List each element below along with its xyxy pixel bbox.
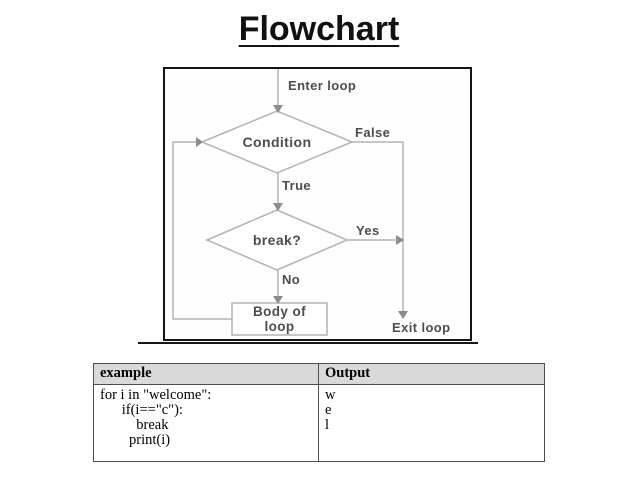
- code-line-3: break: [100, 417, 169, 433]
- code-line-2: if(i=="c"):: [100, 402, 183, 418]
- body-of-loop-label: Body of loop: [232, 303, 327, 335]
- table-header-row: example Output: [93, 363, 545, 385]
- arrowhead-into-condition: [273, 105, 283, 113]
- enter-loop-label: Enter loop: [288, 78, 357, 93]
- true-label: True: [282, 178, 312, 193]
- false-label: False: [355, 125, 391, 140]
- arrowhead-loop-back: [196, 137, 203, 147]
- arrowhead-into-body: [273, 296, 283, 304]
- header-example: example: [93, 363, 319, 385]
- example-output-table: example Output for i in "welcome": if(i=…: [93, 363, 545, 462]
- false-exit-line: [352, 141, 404, 311]
- body-of-loop-line2: loop: [264, 319, 295, 334]
- example-cell: for i in "welcome": if(i=="c"): break pr…: [93, 384, 319, 462]
- arrowhead-into-break: [273, 203, 283, 211]
- loop-back-line: [172, 141, 232, 320]
- flowchart-canvas: [172, 69, 408, 336]
- arrowhead-exit-loop: [398, 311, 408, 319]
- page-title: Flowchart: [238, 10, 400, 48]
- condition-label: Condition: [242, 134, 312, 150]
- code-line-4: print(i): [100, 432, 171, 448]
- figure-underline: [138, 342, 478, 344]
- no-label: No: [282, 272, 301, 287]
- output-line-1: w: [325, 387, 336, 403]
- table-row: for i in "welcome": if(i=="c"): break pr…: [93, 384, 545, 462]
- yes-label: Yes: [356, 223, 380, 238]
- flowchart-figure: Enter loop Condition False True break? Y…: [163, 67, 472, 341]
- output-line-2: e: [325, 402, 332, 418]
- header-output: Output: [318, 363, 545, 385]
- body-of-loop-line1: Body of: [252, 304, 307, 319]
- output-cell: w e l: [318, 384, 545, 462]
- code-line-1: for i in "welcome":: [100, 387, 212, 403]
- break-label: break?: [252, 232, 302, 248]
- arrowhead-yes: [396, 235, 404, 245]
- output-line-3: l: [325, 417, 330, 433]
- exit-loop-label: Exit loop: [392, 320, 451, 335]
